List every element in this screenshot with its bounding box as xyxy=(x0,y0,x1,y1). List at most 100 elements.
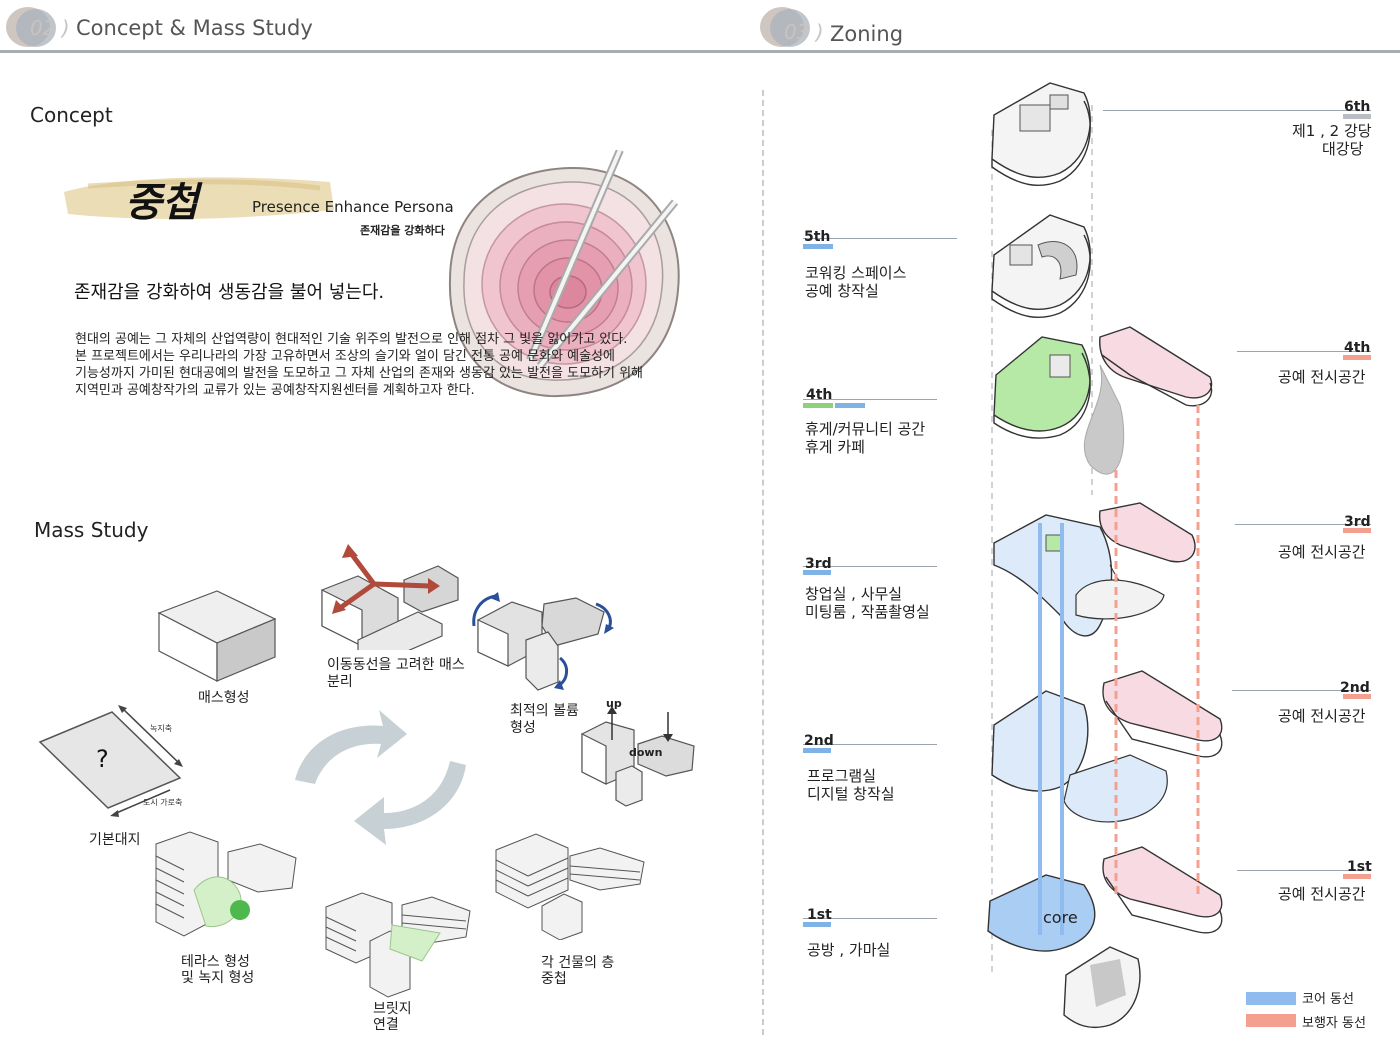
floor-label-left-4th: 4th xyxy=(806,387,833,403)
step-volume-caption-line-1: 최적의 볼륨 xyxy=(510,703,579,719)
header-rule xyxy=(0,50,1400,53)
site-question-mark: ? xyxy=(96,745,109,773)
volume-diagram xyxy=(472,592,614,691)
floor-label-left-2nd: 2nd xyxy=(804,733,834,749)
floor-desc-right-6th-line-2: 대강당 xyxy=(1322,140,1364,158)
floor-label-right-1st: 1st xyxy=(1347,859,1372,875)
plate-3rd xyxy=(993,502,1196,637)
mass-block xyxy=(157,590,277,682)
bar-left-2nd xyxy=(803,748,831,753)
up-label: up xyxy=(606,697,622,710)
up-down-diagram xyxy=(581,706,695,807)
leader-left-3rd xyxy=(803,566,937,567)
bar-right-1st xyxy=(1343,874,1371,879)
step-bridge-caption-line-2: 연결 xyxy=(373,1017,399,1033)
leader-right-2nd xyxy=(1232,690,1371,691)
floor-label-left-5th: 5th xyxy=(804,229,831,245)
floor-desc-left-3rd-line-2: 미팅룸 , 작품촬영실 xyxy=(805,603,930,621)
leader-left-2nd xyxy=(803,744,937,745)
floor-desc-left-3rd-line-1: 창업실 , 사무실 xyxy=(805,585,903,603)
bar-right-3rd xyxy=(1343,528,1371,533)
legend-label-core: 코어 동선 xyxy=(1302,992,1354,1007)
step-split-caption-line-1: 이동동선을 고려한 매스 xyxy=(327,657,465,673)
floor-desc-left-5th-line-2: 공예 창작실 xyxy=(805,282,879,300)
floor-label-right-4th: 4th xyxy=(1344,340,1371,356)
section-number-left: 02 ) xyxy=(30,16,70,40)
floor-desc-left-2nd-line-2: 디지털 창작실 xyxy=(807,785,895,803)
floor-label-right-3rd: 3rd xyxy=(1344,514,1371,530)
concept-heading: Concept xyxy=(30,103,113,127)
floor-label-left-1st: 1st xyxy=(807,907,832,923)
leader-left-5th xyxy=(803,238,957,239)
floor-label-right-2nd: 2nd xyxy=(1340,680,1370,696)
step-bridge-caption-line-1: 브릿지 xyxy=(373,1001,412,1017)
step-terrace-caption-line-1: 테라스 형성 xyxy=(181,954,250,970)
plate-4th xyxy=(993,326,1213,475)
header-badge-right-overlay xyxy=(770,9,810,47)
bar-right-4th xyxy=(1343,355,1371,360)
floor-desc-right-3rd: 공예 전시공간 xyxy=(1278,543,1366,561)
zoning-axonometric xyxy=(987,82,1223,1029)
step-site-caption: 기본대지 xyxy=(89,832,141,848)
brush-stroke xyxy=(64,177,334,219)
bar-left-3rd xyxy=(803,570,831,575)
section-title-left: Concept & Mass Study xyxy=(76,16,313,40)
step-overlap-caption-line-1: 각 건물의 층 xyxy=(541,955,615,971)
bar-left-4th-a xyxy=(803,403,833,408)
floor-label-left-3rd: 3rd xyxy=(805,556,832,572)
floor-desc-left-4th-line-1: 휴게/커뮤니티 공간 xyxy=(805,420,926,438)
plate-1st xyxy=(987,846,1223,952)
step-split-caption-line-2: 분리 xyxy=(327,674,353,690)
concept-tagline: 존재감을 강화하여 생동감을 불어 넣는다. xyxy=(74,282,385,303)
plate-2nd xyxy=(991,670,1223,823)
core-label: core xyxy=(1043,908,1078,927)
plate-6th xyxy=(991,82,1091,187)
floor-desc-right-1st: 공예 전시공간 xyxy=(1278,885,1366,903)
mass-study-heading: Mass Study xyxy=(34,518,149,542)
tree-ring-illustration xyxy=(448,150,680,398)
bar-right-2nd xyxy=(1343,694,1371,699)
floor-desc-left-5th-line-1: 코워킹 스페이스 xyxy=(805,264,907,282)
floor-desc-left-1st: 공방 , 가마실 xyxy=(807,941,891,959)
leader-left-4th xyxy=(803,399,937,400)
section-title-right: Zoning xyxy=(830,22,904,46)
axis-green-label: 녹지축 xyxy=(150,724,173,733)
step-mass-caption: 매스형성 xyxy=(198,690,250,706)
bar-left-5th xyxy=(803,244,833,249)
floor-desc-right-4th: 공예 전시공간 xyxy=(1278,368,1366,386)
plate-basement xyxy=(1063,946,1141,1029)
bar-left-1st xyxy=(803,922,831,927)
concept-paragraph-line-1: 현대의 공예는 그 자체의 산업역량이 현대적인 기술 위주의 발전으로 인해 … xyxy=(75,332,628,347)
floor-desc-left-4th-line-2: 휴게 카페 xyxy=(805,438,865,456)
concept-paragraph-line-3: 기능성까지 가미된 현대공예의 발전을 도모하고 그 자체 산업의 존재와 생동… xyxy=(75,366,644,381)
concept-paragraph-line-4: 지역민과 공예창작가의 교류가 있는 공예창작지원센터를 계획하고자 한다. xyxy=(75,383,475,398)
legend-swatch-core xyxy=(1246,992,1296,1005)
overlap-diagram xyxy=(495,833,645,940)
down-label: down xyxy=(629,746,663,759)
concept-keyword: 중첩 xyxy=(125,180,199,226)
site-diagram xyxy=(38,705,183,817)
leader-right-4th xyxy=(1237,351,1371,352)
mass-split-diagram xyxy=(321,544,459,650)
floor-label-right-6th: 6th xyxy=(1344,99,1371,115)
concept-paragraph-line-2: 본 프로젝트에서는 우리나라의 가장 고유하면서 조상의 슬기와 얼이 담긴 전… xyxy=(75,349,615,364)
step-terrace-caption-line-2: 및 녹지 형성 xyxy=(181,970,255,986)
header-badge-left-overlay xyxy=(16,9,56,47)
cycle-arrow-upper xyxy=(295,710,407,784)
leader-right-1st xyxy=(1237,870,1371,871)
floor-desc-left-2nd-line-1: 프로그램실 xyxy=(807,767,877,785)
leader-left-1st xyxy=(803,918,937,919)
leader-right-3rd xyxy=(1235,524,1371,525)
bar-left-4th-b xyxy=(835,403,865,408)
plate-5th xyxy=(991,214,1091,319)
concept-keyword-en: Presence Enhance Persona xyxy=(252,198,454,216)
legend-label-pedestrian: 보행자 동선 xyxy=(1302,1016,1366,1031)
step-overlap-caption-line-2: 중첩 xyxy=(541,971,567,987)
bar-right-6th xyxy=(1343,114,1371,119)
step-volume-caption-line-2: 형성 xyxy=(510,720,536,736)
legend-swatch-pedestrian xyxy=(1246,1014,1296,1027)
axis-street-label: 도시 가로축 xyxy=(143,798,183,807)
bridge-diagram xyxy=(325,892,471,998)
terrace-diagram xyxy=(155,831,297,937)
leader-right-6th xyxy=(1103,110,1371,111)
